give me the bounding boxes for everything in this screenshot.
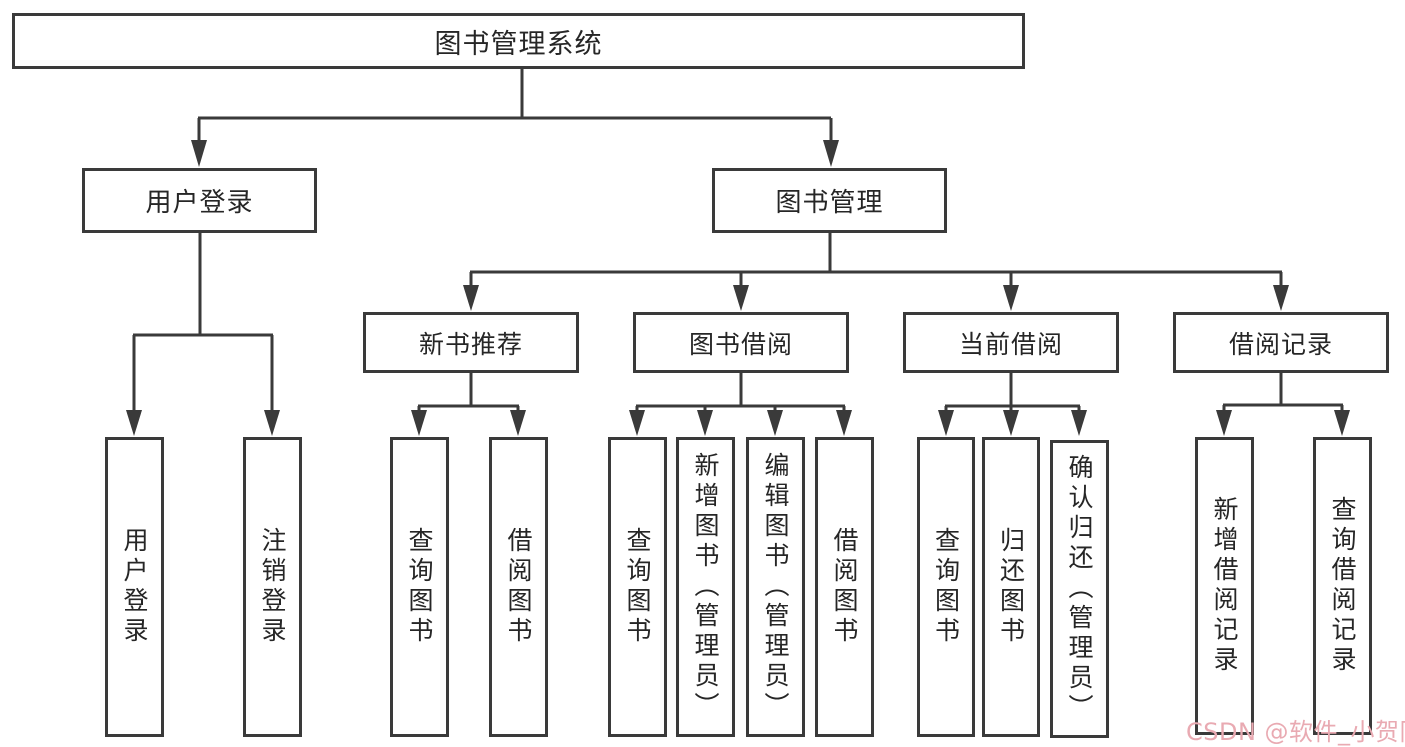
- leaf-return-books: 归还图书: [982, 437, 1040, 737]
- leaf-search-books-1-label: 查询图书: [405, 527, 434, 647]
- leaf-borrow-books-2-label: 借阅图书: [830, 527, 859, 647]
- leaf-confirm-return-admin-label: 确认归还（管理员）: [1065, 454, 1094, 724]
- node-user-login: 用户登录: [82, 168, 317, 233]
- arrowheads: [126, 140, 1350, 436]
- leaf-logout: 注销登录: [243, 437, 302, 737]
- leaf-search-books-3-label: 查询图书: [931, 527, 961, 647]
- leaf-search-borrow-record: 查询借阅记录: [1313, 437, 1372, 735]
- node-root: 图书管理系统: [12, 13, 1025, 69]
- node-root-label: 图书管理系统: [434, 28, 603, 60]
- leaf-return-books-label: 归还图书: [996, 527, 1026, 647]
- node-book-management: 图书管理: [712, 168, 947, 233]
- leaf-confirm-return-admin: 确认归还（管理员）: [1050, 440, 1109, 738]
- connector-segments: [132, 69, 1344, 412]
- node-book-borrow-label: 图书借阅: [688, 329, 793, 359]
- node-current-borrow-label: 当前借阅: [958, 329, 1063, 359]
- node-borrow-records-label: 借阅记录: [1228, 329, 1333, 359]
- leaf-edit-books-admin-label: 编辑图书（管理员）: [761, 452, 790, 722]
- node-new-book-recommend: 新书推荐: [363, 312, 579, 373]
- leaf-add-books-admin: 新增图书（管理员）: [676, 437, 735, 737]
- node-book-management-label: 图书管理: [775, 188, 884, 218]
- leaf-user-login: 用户登录: [105, 437, 164, 737]
- leaf-edit-books-admin: 编辑图书（管理员）: [746, 437, 805, 737]
- node-new-book-recommend-label: 新书推荐: [418, 329, 523, 359]
- leaf-borrow-books-1-label: 借阅图书: [504, 527, 533, 647]
- leaf-borrow-books-1: 借阅图书: [489, 437, 548, 737]
- leaf-search-books-1: 查询图书: [390, 437, 449, 737]
- leaf-search-books-3: 查询图书: [917, 437, 975, 737]
- node-borrow-records: 借阅记录: [1173, 312, 1389, 373]
- leaf-user-login-label: 用户登录: [120, 527, 149, 647]
- leaf-logout-label: 注销登录: [258, 527, 287, 647]
- node-user-login-label: 用户登录: [145, 188, 254, 218]
- leaf-borrow-books-2: 借阅图书: [815, 437, 874, 737]
- leaf-add-borrow-record: 新增借阅记录: [1195, 437, 1254, 735]
- leaf-add-books-admin-label: 新增图书（管理员）: [691, 452, 720, 722]
- leaf-add-borrow-record-label: 新增借阅记录: [1210, 496, 1239, 676]
- node-book-borrow: 图书借阅: [633, 312, 849, 373]
- leaf-search-borrow-record-label: 查询借阅记录: [1328, 496, 1357, 676]
- csdn-watermark: CSDN @软件_小贺同学: [1186, 718, 1405, 746]
- leaf-search-books-2: 查询图书: [608, 437, 667, 737]
- leaf-search-books-2-label: 查询图书: [623, 527, 652, 647]
- node-current-borrow: 当前借阅: [903, 312, 1119, 373]
